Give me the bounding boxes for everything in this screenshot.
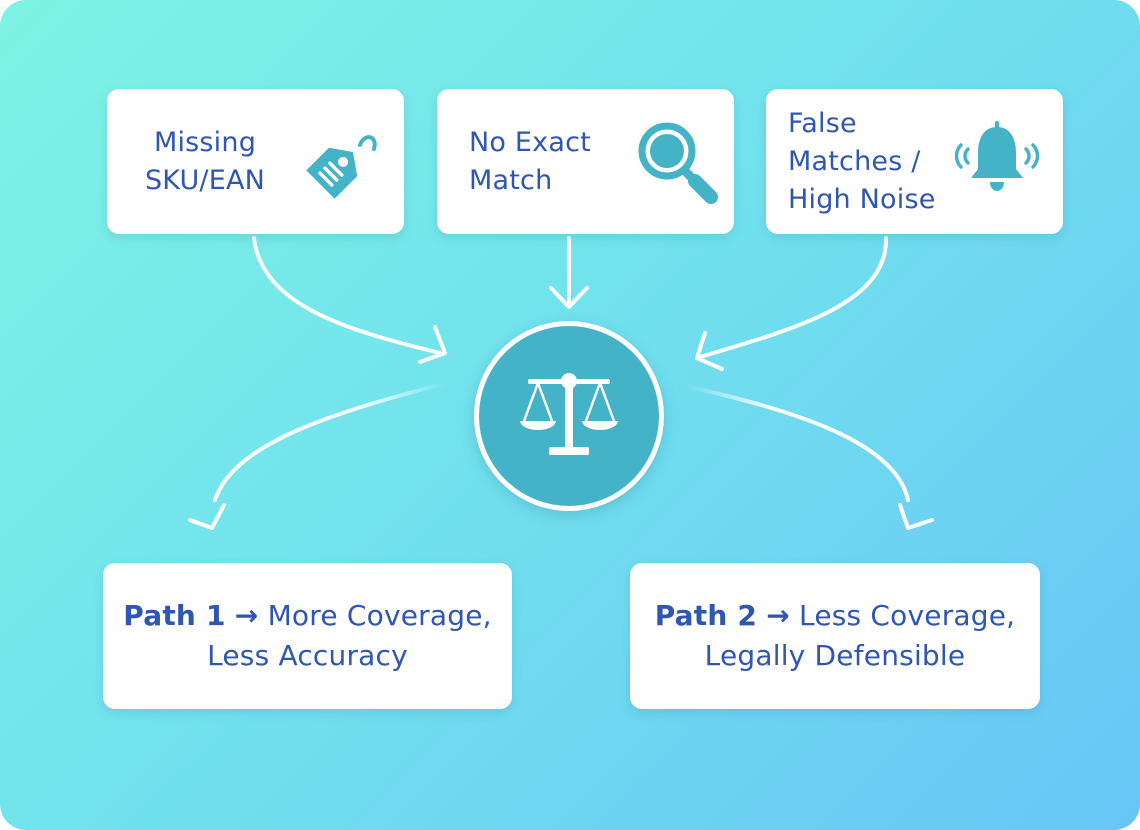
balance-scale-icon — [520, 373, 618, 455]
arrow-head-issue1 — [418, 325, 447, 364]
issue-card-missing-sku: Missing SKU/EAN — [107, 89, 404, 234]
path-card-1: Path 1 → More Coverage, Less Accuracy — [103, 563, 512, 709]
path-text: Path 1 → More Coverage, Less Accuracy — [123, 596, 491, 676]
arrow-head-path2 — [898, 503, 934, 530]
path-line2: Less Accuracy — [207, 639, 408, 672]
magnifier-icon — [638, 122, 718, 204]
ringing-bell-icon — [954, 121, 1040, 191]
arrow-head-issue2 — [549, 286, 589, 309]
issue-label: False Matches / High Noise — [788, 107, 936, 215]
issue-card-no-exact-match: No Exact Match — [437, 89, 734, 234]
issue-card-false-matches: False Matches / High Noise — [766, 89, 1063, 234]
arrow-head-path1 — [188, 503, 226, 530]
arrow-head-issue3 — [695, 331, 724, 371]
path-line1: More Coverage, — [267, 599, 492, 632]
path-card-2: Path 2 → Less Coverage, Legally Defensib… — [630, 563, 1040, 709]
path-line2: Legally Defensible — [704, 639, 966, 672]
path-label: Path 1 — [123, 599, 226, 632]
path-line1: Less Coverage, — [799, 599, 1016, 632]
arrow-issue1-to-hub — [252, 236, 442, 355]
price-tag-icon — [306, 135, 377, 199]
path-label: Path 2 — [654, 599, 758, 632]
path-text: Path 2 → Less Coverage, Legally Defensib… — [655, 596, 1016, 676]
arrow-hub-to-path2 — [684, 384, 910, 502]
decision-hub — [474, 321, 664, 511]
arrow-issue3-to-hub — [695, 236, 889, 360]
path-arrow: → — [766, 599, 790, 632]
issue-label: Missing SKU/EAN — [144, 126, 266, 196]
path-arrow: → — [234, 599, 259, 632]
issue-label: No Exact Match — [469, 126, 591, 196]
arrow-hub-to-path1 — [213, 381, 448, 502]
